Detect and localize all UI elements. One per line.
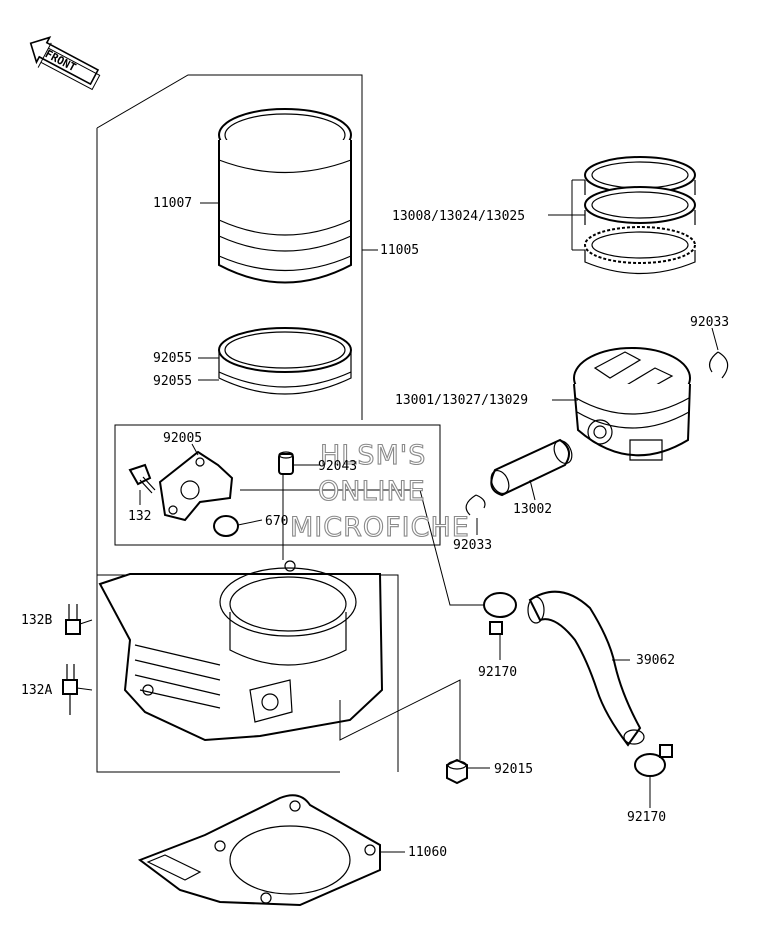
circlip-lower xyxy=(465,494,486,516)
circlip-upper xyxy=(708,351,729,379)
bolt-132b xyxy=(65,604,81,635)
callout-670: 670 xyxy=(265,514,288,529)
piston-pin xyxy=(490,438,573,497)
callout-11005: 11005 xyxy=(380,243,419,258)
callout-11060: 11060 xyxy=(408,845,447,860)
nut-92015 xyxy=(446,758,468,785)
hose-clamp-lower xyxy=(634,744,673,777)
callout-39062: 39062 xyxy=(636,653,675,668)
watermark-line1: HLSM'S xyxy=(320,440,426,471)
seal-rings xyxy=(218,327,352,395)
piston-ring-set xyxy=(584,156,696,275)
callout-92055-b: 92055 xyxy=(153,374,192,389)
callout-13008: 13008/13024/13025 xyxy=(392,209,525,224)
callout-132a: 132A xyxy=(21,683,52,698)
callout-92170-a: 92170 xyxy=(478,665,517,680)
callout-92015: 92015 xyxy=(494,762,533,777)
base-gasket xyxy=(137,794,381,907)
watermark: HLSM'S ONLINE MICROFICHE xyxy=(289,439,470,543)
callout-13002: 13002 xyxy=(513,502,552,517)
cylinder-liner xyxy=(218,108,352,284)
hose-clamp-upper xyxy=(483,592,517,635)
o-ring-670 xyxy=(213,515,239,537)
callout-92055-a: 92055 xyxy=(153,351,192,366)
callout-132: 132 xyxy=(128,509,151,524)
watermark-line2: ONLINE xyxy=(318,476,426,507)
callout-92005: 92005 xyxy=(163,431,202,446)
dowel-pin xyxy=(278,451,294,475)
callout-132b: 132B xyxy=(21,613,52,628)
water-hose xyxy=(528,590,642,747)
callout-13001: 13001/13027/13029 xyxy=(395,393,528,408)
cylinder-group-bracket xyxy=(96,74,378,420)
callout-labels: 11007 11005 92055 92055 92005 92043 132 … xyxy=(21,196,729,860)
gasket-kit-box xyxy=(114,424,441,546)
left-bracket-line xyxy=(96,128,340,773)
bolt-132 xyxy=(128,463,156,494)
watermark-line3: MICROFICHE xyxy=(290,512,470,543)
water-fitting xyxy=(158,450,234,522)
callout-92170-b: 92170 xyxy=(627,810,666,825)
leader-lines xyxy=(76,179,719,853)
callout-11007: 11007 xyxy=(153,196,192,211)
callout-92043: 92043 xyxy=(318,459,357,474)
piston xyxy=(573,347,691,461)
front-arrow-icon: FRONT xyxy=(29,36,101,91)
bolt-132a xyxy=(62,664,78,715)
callout-92033-b: 92033 xyxy=(453,538,492,553)
cylinder-block xyxy=(98,560,384,742)
callout-92033-a: 92033 xyxy=(690,315,729,330)
